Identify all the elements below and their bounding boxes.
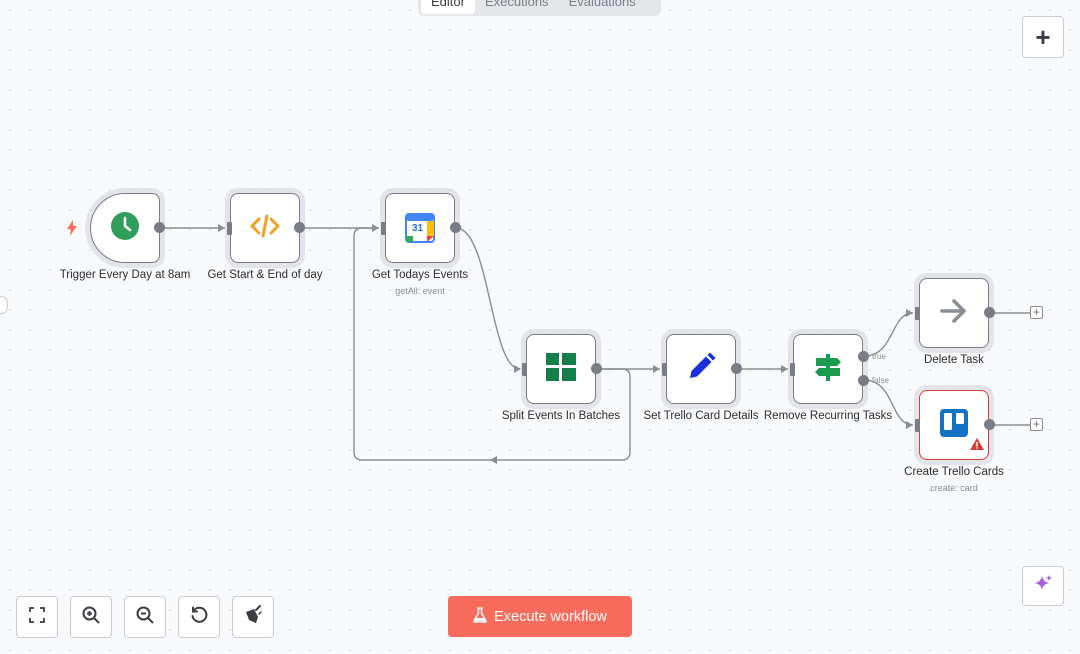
- code-output-handle[interactable]: [294, 222, 305, 233]
- node-label-trello: Create Trello Cards: [904, 466, 1004, 478]
- split-output-handle[interactable]: [591, 363, 602, 374]
- trello-output-handle[interactable]: [984, 419, 995, 430]
- node-label-if: Remove Recurring Tasks: [763, 410, 893, 422]
- zoom-to-fit-button[interactable]: [16, 596, 58, 638]
- trello-input-handle[interactable]: [915, 419, 920, 432]
- trigger-output-handle[interactable]: [154, 222, 165, 233]
- grid-icon: [546, 352, 576, 386]
- google-calendar-icon: 31: [405, 213, 435, 243]
- node-label-set: Set Trello Card Details: [643, 410, 759, 422]
- pencil-icon: [686, 352, 716, 387]
- arrow-right-icon: [940, 298, 968, 329]
- reset-zoom-icon: [190, 606, 208, 629]
- zoom-out-button[interactable]: [124, 596, 166, 638]
- add-node-button[interactable]: +: [1022, 16, 1064, 58]
- calendar-input-handle[interactable]: [381, 222, 386, 235]
- if-false-handle[interactable]: [858, 375, 869, 386]
- flask-icon: [473, 606, 487, 627]
- edge-if-true-delete: [863, 312, 914, 357]
- if-input-handle[interactable]: [790, 363, 795, 376]
- node-subtitle-calendar: getAll: event: [395, 286, 445, 296]
- tidy-up-button[interactable]: [232, 596, 274, 638]
- node-delete-task[interactable]: [919, 278, 989, 348]
- node-label-delete: Delete Task: [924, 354, 984, 366]
- node-label-trigger: Trigger Every Day at 8am: [59, 269, 191, 281]
- calendar-date-text: 31: [412, 223, 424, 234]
- add-after-delete-button[interactable]: +: [1030, 306, 1043, 319]
- tidy-up-icon: [243, 604, 263, 630]
- reset-zoom-button[interactable]: [178, 596, 220, 638]
- split-input-handle[interactable]: [522, 363, 527, 376]
- node-trigger[interactable]: [90, 193, 160, 263]
- zoom-out-icon: [136, 606, 154, 629]
- tab-evaluations[interactable]: Evaluations: [568, 0, 636, 9]
- sparkle-icon: [1033, 574, 1053, 599]
- loop-arrow: [490, 456, 497, 464]
- node-if-filter[interactable]: [793, 334, 863, 404]
- plus-icon: +: [1035, 22, 1051, 52]
- node-code[interactable]: [230, 193, 300, 263]
- node-split-batches[interactable]: [526, 334, 596, 404]
- clock-icon: [110, 211, 140, 246]
- code-icon: [250, 214, 280, 243]
- node-create-trello[interactable]: [919, 390, 989, 460]
- branch-label-false: false: [872, 376, 889, 385]
- node-label-split: Split Events In Batches: [501, 410, 621, 422]
- node-set-details[interactable]: [666, 334, 736, 404]
- edge-calendar-split: [455, 227, 521, 370]
- trigger-bolt-icon: [66, 220, 78, 241]
- code-input-handle[interactable]: [227, 222, 232, 235]
- view-tabs: Editor Executions Evaluations: [418, 0, 661, 16]
- set-input-handle[interactable]: [662, 363, 667, 376]
- node-google-calendar[interactable]: 31: [385, 193, 455, 263]
- calendar-output-handle[interactable]: [450, 222, 461, 233]
- signpost-icon: [813, 352, 843, 387]
- if-true-handle[interactable]: [858, 351, 869, 362]
- zoom-to-fit-icon: [29, 606, 45, 628]
- delete-output-handle[interactable]: [984, 307, 995, 318]
- delete-input-handle[interactable]: [915, 307, 920, 320]
- set-output-handle[interactable]: [731, 363, 742, 374]
- trello-icon: [940, 408, 968, 442]
- ai-assistant-button[interactable]: [1022, 566, 1064, 606]
- execute-label: Execute workflow: [494, 608, 607, 625]
- branch-label-true: true: [872, 352, 886, 361]
- tab-executions[interactable]: Executions: [484, 0, 549, 9]
- side-panel-handle[interactable]: [0, 296, 8, 314]
- add-after-trello-button[interactable]: +: [1030, 418, 1043, 431]
- tab-editor[interactable]: Editor: [421, 0, 475, 14]
- zoom-in-button[interactable]: [70, 596, 112, 638]
- warning-icon: [970, 437, 984, 455]
- node-label-calendar: Get Todays Events: [371, 269, 469, 281]
- execute-workflow-button[interactable]: Execute workflow: [448, 596, 632, 637]
- node-label-code: Get Start & End of day: [207, 269, 323, 281]
- node-subtitle-trello: create: card: [930, 483, 978, 493]
- zoom-in-icon: [82, 606, 100, 629]
